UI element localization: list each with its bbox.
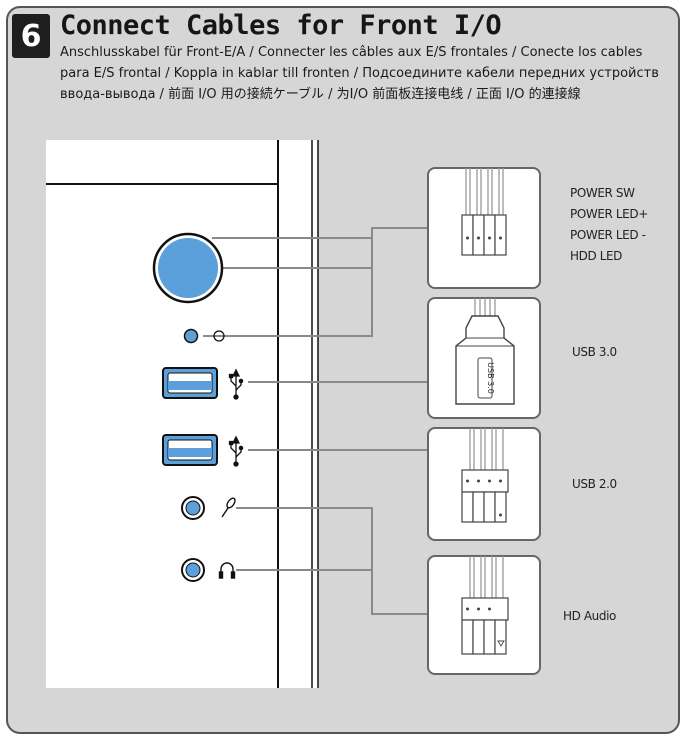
usb3-port	[162, 367, 244, 400]
cable-headphone	[236, 569, 373, 614]
usb-icon	[228, 435, 244, 467]
label-usb3: USB 3.0	[572, 345, 617, 359]
usb3-connector-box: USB 3.0	[427, 297, 541, 419]
label-power-led-plus: POWER LED+	[570, 207, 648, 221]
label-usb2: USB 2.0	[572, 477, 617, 491]
headphone-icon	[218, 562, 236, 579]
cable-mic	[236, 507, 430, 615]
usb2-connector-box	[427, 427, 541, 541]
power-button	[152, 232, 224, 304]
usb3-plug-text: USB 3.0	[486, 362, 495, 394]
headphone-jack	[181, 558, 236, 582]
step-title: Connect Cables for Front I/O	[60, 10, 502, 41]
label-hdd-led: HDD LED	[570, 249, 623, 263]
hdd-led	[183, 328, 225, 344]
hdd-icon	[213, 330, 225, 342]
usb2-port	[162, 434, 244, 467]
label-power-led-minus: POWER LED -	[570, 228, 646, 242]
power-connector-box	[427, 167, 541, 289]
mic-jack	[181, 496, 236, 520]
step-number-badge: 6	[12, 14, 50, 58]
cables	[203, 227, 430, 615]
label-power-sw: POWER SW	[570, 186, 635, 200]
step-translations: Anschlusskabel für Front-E/A / Connecter…	[60, 45, 659, 102]
front-panel	[46, 140, 319, 688]
microphone-icon	[221, 497, 236, 518]
cable-hdd-led	[203, 228, 373, 337]
label-hd-audio: HD Audio	[563, 609, 616, 623]
usb-icon	[228, 368, 244, 400]
audio-connector-box	[427, 555, 541, 675]
